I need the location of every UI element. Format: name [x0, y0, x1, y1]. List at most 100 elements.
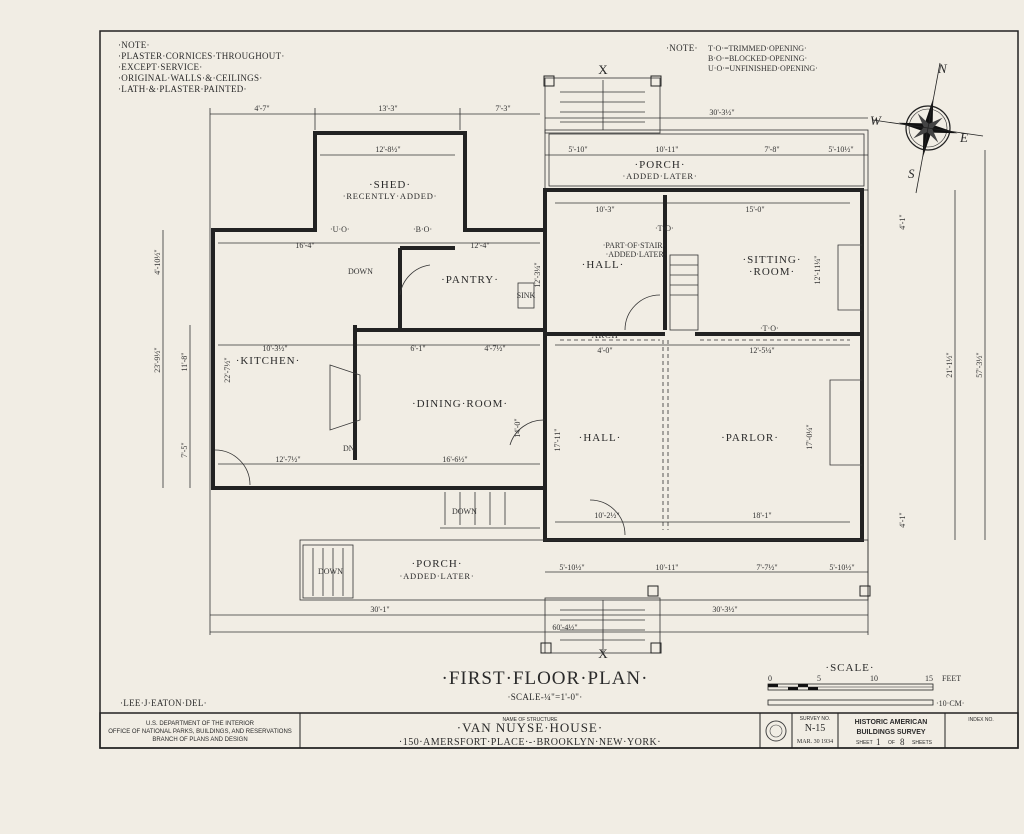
- dimension: 10'-11": [655, 563, 678, 572]
- sheet-border: [99, 30, 1019, 749]
- dimension: 4'-7½": [484, 344, 505, 353]
- dimension: 10'-3": [595, 205, 614, 214]
- legend-line: B·O·=BLOCKED·OPENING·: [708, 54, 807, 63]
- index-number-label: INDEX NO.: [968, 717, 994, 723]
- floor-plan: ·SHED· ·RECENTLY·ADDED· ·PANTRY· ·KITCHE…: [153, 62, 986, 661]
- dimension: 12'-11¼": [813, 255, 822, 284]
- dimension: 16'-6½": [442, 455, 467, 464]
- dimension: 57'-3½": [975, 352, 984, 377]
- dimension: 6'-1": [410, 344, 425, 353]
- note-line: ·ORIGINAL·WALLS·&·CEILINGS·: [118, 73, 263, 83]
- structure-address: ·150·AMERSFORT·PLACE·-·BROOKLYN·NEW·YORK…: [399, 737, 661, 748]
- legend-heading: ·NOTE·: [666, 43, 698, 53]
- bo-label: ·B·O·: [413, 225, 432, 234]
- arch-label: ·ARCH·: [588, 330, 622, 340]
- dimension: 4'-1": [898, 214, 907, 229]
- dimension: 18'-1": [752, 511, 771, 520]
- scale-tick: 5: [817, 674, 821, 683]
- room-label-kitchen: ·KITCHEN·: [236, 355, 301, 367]
- dimension: 10'-11": [655, 145, 678, 154]
- legend-line: U·O·=UNFINISHED·OPENING·: [708, 64, 818, 73]
- dimension: 23'-9½": [153, 347, 162, 372]
- agency-line: BRANCH OF PLANS AND DESIGN: [152, 737, 247, 743]
- room-sublabel-porch-top: ·ADDED·LATER·: [622, 171, 697, 181]
- dimension: 4'-7": [254, 104, 269, 113]
- dimension: 5'-10½": [829, 563, 854, 572]
- opening-legend: ·NOTE· T·O·=TRIMMED·OPENING· B·O·=BLOCKE…: [666, 43, 818, 73]
- sheet-suffix: SHEETS: [912, 740, 933, 746]
- room-label-parlor: ·PARLOR·: [721, 432, 779, 444]
- dimension: 21'-1½": [945, 352, 954, 377]
- legend-line: T·O·=TRIMMED·OPENING·: [708, 44, 807, 53]
- stair-label: ·PART·OF·STAIR·: [603, 241, 666, 250]
- dimension: 30'-1": [370, 605, 389, 614]
- structure-name: ·VAN NUYSE·HOUSE·: [457, 720, 603, 735]
- dimension: 5'-10": [568, 145, 587, 154]
- drawing-scale: ·SCALE-¼"=1'-0"·: [507, 692, 582, 702]
- scale-tick: 0: [768, 674, 772, 683]
- dimension: 7'-3": [495, 104, 510, 113]
- dimension: 10'-2½": [594, 511, 619, 520]
- note-line: ·LATH·&·PLASTER·PAINTED·: [118, 84, 247, 94]
- dimension: 12'-3¼": [533, 262, 542, 287]
- dimension: 4'-0": [597, 346, 612, 355]
- room-label-porch-bottom: ·PORCH·: [411, 558, 462, 570]
- down-label: DOWN: [318, 567, 343, 576]
- habs-line: BUILDINGS SURVEY: [856, 729, 925, 736]
- structure-name-label: NAME OF STRUCTURE: [503, 717, 559, 723]
- dimension: 60'-4½": [552, 623, 577, 632]
- to-label: ·T·O·: [655, 224, 674, 233]
- room-sublabel-shed: ·RECENTLY·ADDED·: [343, 191, 438, 201]
- drawing-title: ·FIRST·FLOOR·PLAN·: [442, 668, 649, 689]
- habs-line: HISTORIC AMERICAN: [855, 719, 928, 726]
- down-label: DOWN: [348, 267, 373, 276]
- scale-tick: 10: [870, 674, 878, 683]
- survey-number: N-15: [805, 723, 826, 734]
- down-label: DOWN: [452, 507, 477, 516]
- sheet-of: OF: [888, 740, 895, 746]
- compass-west: W: [870, 113, 882, 128]
- agency-line: U.S. DEPARTMENT OF THE INTERIOR: [146, 721, 255, 727]
- dimension: 14'-0": [513, 418, 522, 437]
- scale-label: ·SCALE·: [825, 662, 874, 674]
- sink-label: SINK: [517, 291, 536, 300]
- uo-label: ·U·O·: [330, 225, 350, 234]
- room-label-hall: ·HALL·: [579, 432, 622, 444]
- scale-unit-feet: FEET: [942, 674, 961, 683]
- dimension: 12'-8½": [375, 145, 400, 154]
- dimension: 11'-8": [180, 352, 189, 371]
- dimension: 16'-4": [295, 241, 314, 250]
- compass-south: S: [908, 166, 915, 181]
- dn-label: DN: [343, 444, 355, 453]
- dimension: 30'-3½": [709, 108, 734, 117]
- dimension: 5'-10½": [828, 145, 853, 154]
- room-label-shed: ·SHED·: [369, 179, 411, 191]
- dimension: 7'-8": [764, 145, 779, 154]
- to-label: ·T·O·: [760, 324, 779, 333]
- dimension: 17'-0¼": [805, 424, 814, 449]
- dimension: 13'-3": [378, 104, 397, 113]
- dimension: 12'-5¼": [749, 346, 774, 355]
- note-line: ·PLASTER·CORNICES·THROUGHOUT·: [118, 51, 285, 61]
- room-label-pantry: ·PANTRY·: [441, 274, 499, 286]
- room-sublabel-porch-bottom: ·ADDED·LATER·: [399, 571, 474, 581]
- dimension: 7'-5": [180, 442, 189, 457]
- sheet-number: 1: [876, 737, 881, 747]
- note-heading: ·NOTE·: [118, 40, 150, 50]
- agency-line: OFFICE OF NATIONAL PARKS, BUILDINGS, AND…: [108, 729, 292, 735]
- dimension: 4'-1": [898, 512, 907, 527]
- dimension: 4'-10½": [153, 249, 162, 274]
- room-label-room: ·ROOM·: [749, 266, 795, 278]
- note-line: ·EXCEPT·SERVICE·: [118, 62, 203, 72]
- room-label-porch-top: ·PORCH·: [634, 159, 685, 171]
- stair-sublabel: ·ADDED·LATER·: [606, 250, 667, 259]
- compass-north: N: [937, 61, 948, 76]
- dimension: 10'-3½": [262, 344, 287, 353]
- dimension: 5'-10½": [559, 563, 584, 572]
- scale-bar: ·SCALE· 0 5 10 15 FEET ·10·CM·: [767, 662, 964, 708]
- room-label-dining-room: ·DINING·ROOM·: [412, 398, 508, 410]
- scale-unit-cm: ·10·CM·: [936, 699, 964, 708]
- dimension: 7'-7½": [756, 563, 777, 572]
- dimension: 17'-11": [553, 428, 562, 451]
